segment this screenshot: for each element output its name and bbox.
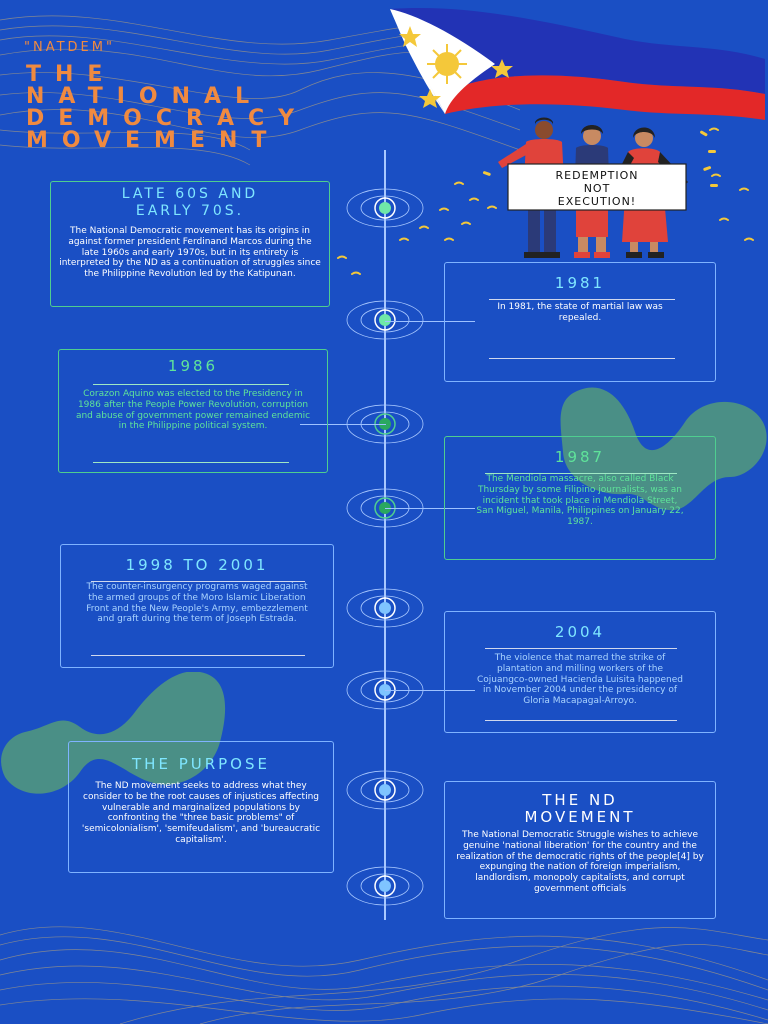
connector-line: [385, 690, 475, 691]
title-line-4: MOVEMENT: [26, 128, 281, 153]
entry-1998-2001: 1998 TO 2001 The counter-insurgency prog…: [60, 544, 334, 668]
main-title: THE NATIONAL DEMOCRACY MOVEMENT: [26, 64, 308, 152]
entry-title: 1987: [554, 448, 606, 466]
connector-line: [385, 321, 475, 322]
entry-title: 1981: [554, 274, 606, 292]
timeline-node: [345, 188, 425, 228]
entry-title-line: LATE 60S AND: [121, 186, 259, 202]
entry-title-line: THE ND: [542, 791, 618, 809]
sign-line-2: NOT: [584, 182, 611, 195]
connector-line: [300, 424, 386, 425]
entry-text: The ND movement seeks to address what th…: [81, 781, 321, 845]
entry-title: THE ND MOVEMENT: [445, 792, 715, 826]
divider: [489, 299, 675, 300]
divider: [485, 720, 677, 721]
timeline-node: [345, 300, 425, 340]
timeline-node: [345, 866, 425, 906]
divider: [93, 462, 289, 463]
title-line-1: THE: [26, 62, 117, 87]
entry-text: The violence that marred the strike of p…: [477, 653, 683, 707]
divider: [91, 581, 305, 582]
title-line-2: NATIONAL: [26, 84, 264, 109]
protesters-illustration: REDEMPTION NOT EXECUTION!: [482, 117, 718, 258]
entry-title: 1998 TO 2001: [125, 556, 269, 574]
entry-1986: 1986 Corazon Aquino was elected to the P…: [58, 349, 328, 473]
star-icon: [419, 89, 441, 108]
divider: [489, 358, 675, 359]
subtitle: "NATDEM": [24, 40, 115, 55]
entry-1987: 1987 The Mendiola massacre, also called …: [444, 436, 716, 560]
entry-text: The counter-insurgency programs waged ag…: [86, 582, 308, 625]
entry-title: 2004: [554, 623, 606, 641]
divider: [485, 648, 677, 649]
divider: [485, 473, 677, 474]
star-icon: [399, 26, 421, 47]
connector-line: [385, 508, 475, 509]
timeline-line: [384, 150, 386, 920]
entry-late-60s: LATE 60S AND EARLY 70S. The National Dem…: [50, 181, 330, 307]
title-line-3: DEMOCRACY: [26, 106, 309, 131]
entry-title: 1986: [167, 357, 219, 375]
sign-line-3: EXECUTION!: [558, 195, 636, 208]
entry-text: The National Democratic movement has its…: [59, 226, 321, 280]
entry-the-purpose: THE PURPOSE The ND movement seeks to add…: [68, 741, 334, 873]
sign-line-1: REDEMPTION: [556, 169, 639, 182]
timeline-node: [345, 770, 425, 810]
entry-the-nd-movement: THE ND MOVEMENT The National Democratic …: [444, 781, 716, 919]
entry-1981: 1981 In 1981, the state of martial law w…: [444, 262, 716, 382]
entry-title-line: MOVEMENT: [524, 808, 636, 826]
entry-text: Corazon Aquino was elected to the Presid…: [75, 389, 311, 432]
entry-text: The Mendiola massacre, also called Black…: [476, 474, 684, 528]
entry-title-line: EARLY 70S.: [135, 203, 245, 219]
divider: [93, 384, 289, 385]
decorative-blob-left: [1, 672, 226, 794]
entry-title: THE PURPOSE: [132, 755, 270, 773]
timeline-node: [345, 588, 425, 628]
star-icon: [491, 59, 513, 78]
entry-text: The National Democratic Struggle wishes …: [456, 830, 704, 894]
entry-2004: 2004 The violence that marred the strike…: [444, 611, 716, 733]
entry-text: In 1981, the state of martial law was re…: [497, 302, 663, 323]
entry-title: LATE 60S AND EARLY 70S.: [51, 186, 329, 220]
divider: [91, 655, 305, 656]
philippine-flag-illustration: [390, 8, 765, 120]
